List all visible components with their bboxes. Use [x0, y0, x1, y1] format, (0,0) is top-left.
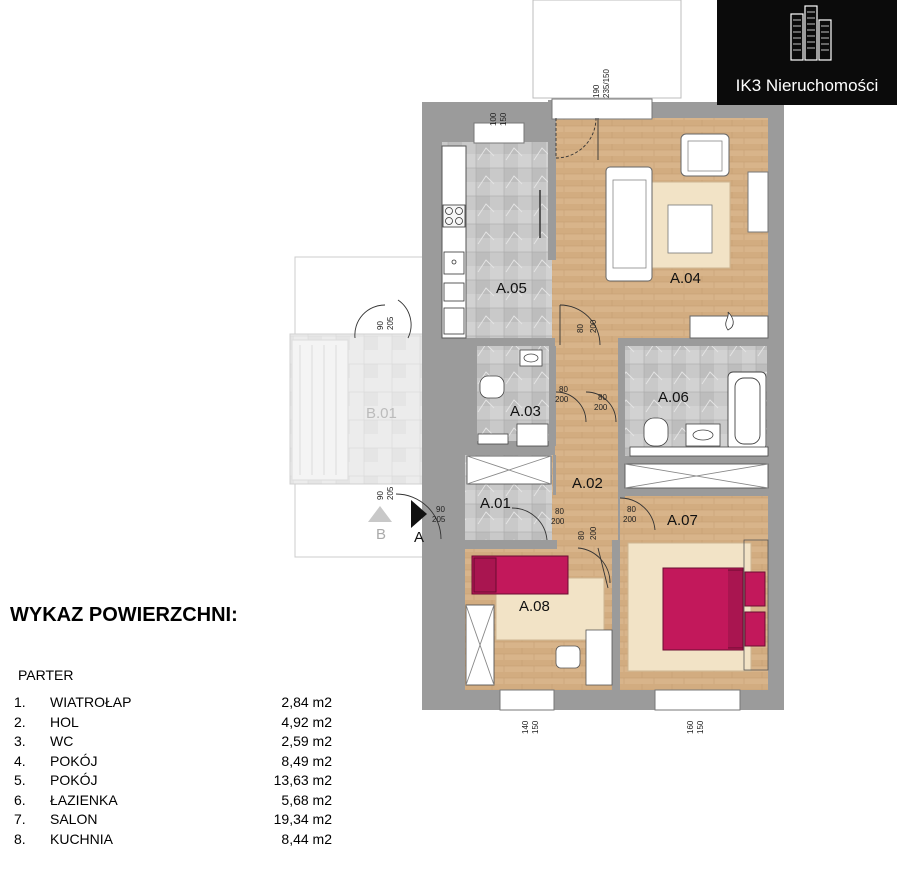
kitchen-counter — [441, 145, 541, 339]
dim-bedroom-door-b: 200 — [589, 526, 598, 540]
windows — [473, 98, 769, 711]
dim-window-a08-a: 140 — [521, 720, 530, 734]
dim-a07-door-a: 80 — [627, 505, 636, 514]
item-name: WIATROŁAP — [50, 694, 132, 710]
list-item: 8. KUCHNIA 8,44 m2 — [14, 831, 344, 851]
item-area: 2,84 m2 — [281, 694, 332, 710]
building-logo-icon — [790, 5, 832, 61]
item-number: 6. — [14, 791, 26, 808]
room-label-a03: A.03 — [510, 403, 541, 420]
brand-name: IK3 Nieruchomości — [735, 76, 879, 95]
dimension-labels: 100 150 190 235/150 90 205 80 200 90 205… — [376, 69, 705, 734]
item-number: 5. — [14, 772, 26, 788]
dim-side-door-a: 90 — [376, 491, 385, 500]
list-item: 7. SALON 19,34 m2 — [14, 811, 344, 831]
list-item: 1. WIATROŁAP 2,84 m2 — [14, 694, 344, 714]
living-room-furniture — [605, 133, 769, 339]
section-arrow-icon — [368, 506, 392, 522]
dim-window-a07-a: 160 — [686, 720, 695, 734]
dim-porch-door-b: 205 — [386, 316, 395, 330]
dim-vestibule-door-b: 200 — [551, 517, 565, 526]
item-name: ŁAZIENKA — [50, 791, 118, 808]
item-area: 8,44 m2 — [281, 830, 332, 847]
list-item: 2. HOL 4,92 m2 — [14, 714, 344, 734]
item-number: 8. — [14, 830, 26, 847]
item-name: WC — [50, 733, 74, 749]
hall-floor-strip — [552, 338, 562, 548]
dim-balcony-door-b: 235/150 — [602, 69, 611, 98]
wardrobes — [465, 455, 769, 686]
area-list: 1. WIATROŁAP 2,84 m2 2. HOL 4,92 m2 3. W… — [14, 694, 344, 850]
item-number: 2. — [14, 713, 26, 730]
item-name: POKÓJ — [50, 772, 98, 788]
dim-window-kitchen-a: 100 — [489, 112, 498, 126]
dim-wc-door-a: 80 — [559, 385, 568, 394]
dim-bath-door-a: 80 — [598, 393, 607, 402]
item-area: 19,34 m2 — [273, 811, 332, 827]
room-label-a01: A.01 — [480, 495, 511, 512]
item-number: 1. — [14, 694, 26, 710]
dim-salon-door-b: 200 — [589, 319, 598, 333]
dim-side-door-b: 205 — [386, 486, 395, 500]
dim-balcony-door-a: 190 — [592, 84, 601, 98]
dim-bath-door-b: 200 — [594, 403, 608, 412]
item-name: HOL — [50, 713, 79, 730]
dim-window-a07-b: 150 — [696, 720, 705, 734]
item-name: POKÓJ — [50, 752, 98, 769]
room-label-a05: A.05 — [496, 280, 527, 297]
bedroom-a07-furniture — [627, 539, 769, 672]
entrance-arrow-icon — [411, 500, 427, 528]
list-item: 5. POKÓJ 13,63 m2 — [14, 772, 344, 792]
balcony-outline — [532, 0, 682, 99]
section-marker-label: B — [376, 526, 386, 543]
item-name: SALON — [50, 811, 98, 827]
item-number: 7. — [14, 811, 26, 827]
level-label: PARTER — [18, 667, 74, 683]
dim-a07-door-b: 200 — [623, 515, 637, 524]
wc-fittings — [477, 349, 549, 447]
room-label-a02: A.02 — [572, 475, 603, 492]
entrance-marker-label: A — [414, 529, 424, 546]
room-label-a04: A.04 — [670, 270, 701, 287]
dim-window-a08-b: 150 — [531, 720, 540, 734]
doors — [354, 117, 656, 589]
room-label-b01: B.01 — [366, 405, 397, 422]
list-item: 4. POKÓJ 8,49 m2 — [14, 753, 344, 773]
fireplace-icon — [725, 311, 734, 331]
dim-salon-door-a: 80 — [576, 324, 585, 333]
area-list-title: WYKAZ POWIERZCHNI: — [10, 604, 238, 626]
item-area: 4,92 m2 — [281, 713, 332, 730]
bedroom-a08-furniture — [471, 555, 613, 686]
dim-porch-door-a: 90 — [376, 321, 385, 330]
item-number: 4. — [14, 752, 26, 769]
list-item: 6. ŁAZIENKA 5,68 m2 — [14, 792, 344, 812]
bathroom-fittings — [629, 371, 769, 457]
dim-window-kitchen-b: 150 — [499, 112, 508, 126]
room-label-a06: A.06 — [658, 389, 689, 406]
item-number: 3. — [14, 733, 26, 749]
item-area: 8,49 m2 — [281, 752, 332, 769]
room-label-a08: A.08 — [519, 598, 550, 615]
interior-walls — [456, 100, 768, 690]
item-name: KUCHNIA — [50, 830, 114, 847]
brand-logo: IK3 Nieruchomości — [717, 0, 897, 105]
item-area: 13,63 m2 — [273, 772, 332, 788]
list-item: 3. WC 2,59 m2 — [14, 733, 344, 753]
dim-entrance-door-a: 90 — [436, 505, 445, 514]
dim-entrance-door-b: 205 — [432, 515, 446, 524]
dim-wc-door-b: 200 — [555, 395, 569, 404]
item-area: 2,59 m2 — [281, 733, 332, 749]
room-label-a07: A.07 — [667, 512, 698, 529]
dim-vestibule-door-a: 80 — [555, 507, 564, 516]
dim-bedroom-door-a: 80 — [577, 531, 586, 540]
room-a02-floor — [556, 338, 618, 548]
item-area: 5,68 m2 — [281, 791, 332, 808]
